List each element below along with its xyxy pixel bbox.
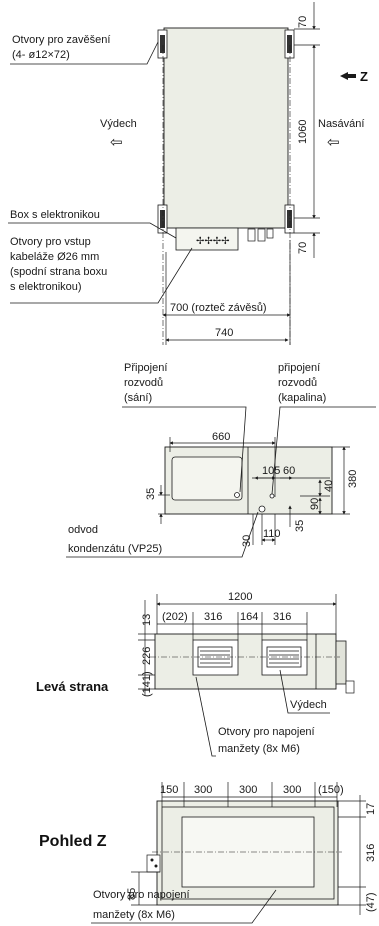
- dim-316-b: 316: [273, 611, 291, 623]
- flange-frame-outer: [161, 806, 335, 900]
- dim-35-right: 35: [294, 520, 306, 532]
- electronics-box: [175, 227, 239, 251]
- front-view: Připojení rozvodů (sání) připojení rozvo…: [66, 362, 376, 558]
- dim-30: 30: [241, 535, 253, 547]
- pipe-connectors: [247, 228, 274, 242]
- dim-150-paren: (150): [318, 784, 344, 796]
- exhaust-label: Výdech: [100, 118, 137, 130]
- liquid-label-2: rozvodů: [278, 377, 317, 389]
- top-view: ✢✢✢✢ Otvory pro zavěšení (4- ø12×72) Výd…: [8, 2, 368, 345]
- z-view-title: Pohled Z: [39, 833, 107, 850]
- left-side-view: Levá strana 1200 (202) 316 164 316 13 22…: [36, 591, 355, 757]
- dim-316-z: 316: [365, 844, 377, 862]
- dim-110: 110: [263, 528, 281, 540]
- dim-85: 85: [126, 888, 138, 900]
- left-side-title: Levá strana: [36, 679, 109, 694]
- dim-47: (47): [365, 892, 377, 912]
- dim-60: 60: [283, 465, 295, 477]
- side-extension: [335, 640, 347, 685]
- liquid-port-icon: [269, 493, 275, 499]
- dim-660: 660: [212, 431, 230, 443]
- exhaust-grille-right: [261, 639, 308, 676]
- drain-label-1: odvod: [68, 524, 98, 536]
- liquid-label-3: (kapalina): [278, 392, 326, 404]
- front-panel: [171, 456, 243, 501]
- flange-holes-label-2: manžety (8x M6): [218, 743, 300, 755]
- drain-port-icon: [258, 505, 266, 513]
- drain-label-2: kondenzátu (VP25): [68, 543, 162, 555]
- side-exhaust-label: Výdech: [290, 699, 327, 711]
- cable-entry-label-4: s elektronikou): [10, 281, 82, 293]
- dim-380: 380: [347, 470, 359, 488]
- hang-holes-label: Otvory pro zavěšení: [12, 34, 110, 46]
- unit-body-top-view: [163, 27, 289, 229]
- z-flange-holes-label-1: Otvory pro napojení: [93, 889, 190, 901]
- dim-141: (141): [141, 671, 153, 697]
- dim-40: 40: [323, 480, 335, 492]
- dim-300-b: 300: [239, 784, 257, 796]
- cable-entry-holes-icon: ✢✢✢✢: [196, 236, 230, 247]
- dim-105: 105: [262, 465, 280, 477]
- z-view: Pohled Z 150 300 300 300 (150) 17 316 (4…: [39, 782, 377, 924]
- cable-entry-label-2: kabeláže Ø26 mm: [10, 251, 99, 263]
- dim-1200: 1200: [228, 591, 252, 603]
- cable-entry-label-1: Otvory pro vstup: [10, 236, 91, 248]
- liquid-label-1: připojení: [278, 362, 320, 374]
- exhaust-arrow-icon: ⇦: [110, 134, 123, 151]
- dim-164: 164: [240, 611, 258, 623]
- dim-top-70: 70: [297, 16, 309, 28]
- dim-316-a: 316: [204, 611, 222, 623]
- dim-300-a: 300: [194, 784, 212, 796]
- dim-300-c: 300: [283, 784, 301, 796]
- z-flange-holes-label-2: manžety (8x M6): [93, 909, 175, 921]
- hanging-bracket-bottom-right: [284, 204, 295, 234]
- suction-label-1: Připojení: [124, 362, 167, 374]
- dim-17: 17: [365, 803, 377, 815]
- dim-13: 13: [141, 614, 153, 626]
- suction-label-2: rozvodů: [124, 377, 163, 389]
- electronics-box-label: Box s elektronikou: [10, 209, 100, 221]
- hang-holes-size-label: (4- ø12×72): [12, 49, 70, 61]
- cable-entry-label-3: (spodní strana boxu: [10, 266, 107, 278]
- flange-holes-label-1: Otvory pro napojení: [218, 726, 315, 738]
- hanging-bracket-top-right: [284, 29, 295, 59]
- suction-port-icon: [234, 492, 240, 498]
- dim-1060: 1060: [297, 120, 309, 144]
- side-connector-block: [146, 854, 161, 873]
- hanging-bracket-top-left: [157, 29, 168, 59]
- suction-label-3: (sání): [124, 392, 152, 404]
- hanging-bracket-bottom-left: [157, 204, 168, 234]
- exhaust-grille-left: [192, 639, 239, 676]
- dim-width-740: 740: [215, 327, 233, 339]
- dim-90: 90: [309, 498, 321, 510]
- unit-body-side: [154, 633, 337, 690]
- dim-bottom-70: 70: [297, 242, 309, 254]
- intake-label: Nasávání: [318, 118, 364, 130]
- dim-202: (202): [162, 611, 188, 623]
- dim-hanger-span: 700 (rozteč závěsů): [170, 302, 267, 314]
- dim-150: 150: [160, 784, 178, 796]
- intake-arrow-icon: ⇦: [327, 134, 340, 151]
- dim-35-left: 35: [145, 488, 157, 500]
- dim-226: 226: [141, 647, 153, 665]
- z-view-label: Z: [360, 69, 368, 84]
- z-direction-arrow: [340, 72, 356, 80]
